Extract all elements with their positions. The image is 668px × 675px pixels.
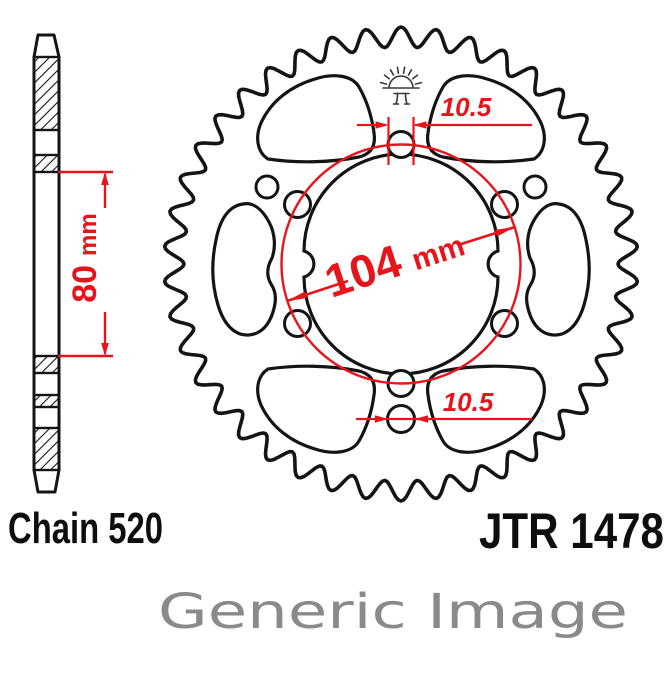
jt-monogram <box>392 92 411 105</box>
side-view-outline <box>32 33 61 494</box>
width-dim-value: 80 <box>66 265 104 303</box>
pin-hole-upper-right <box>522 174 548 200</box>
lightening-cutout-top-left <box>256 74 377 164</box>
watermark-label: Generic Image <box>158 584 628 640</box>
sprocket-front-view <box>162 25 640 503</box>
width-dim-arrow-up <box>101 172 109 185</box>
hole-dim-top-arrow-left <box>375 121 389 129</box>
pin-hole-upper-left <box>254 174 280 200</box>
lightening-cutout-top-right <box>425 74 546 164</box>
bolt-circle <box>280 143 522 385</box>
hatch-band-top-small <box>32 153 61 174</box>
side-view <box>32 33 61 494</box>
hole-dimension-bottom-label: 10.5 <box>443 387 494 417</box>
center-bore <box>302 152 500 376</box>
hatch-band-bottom-small-1 <box>32 354 61 375</box>
hatch-band-top-large <box>32 55 61 132</box>
hatch-band-bottom-large <box>32 426 61 472</box>
hole-dimension-top-label: 10.5 <box>441 92 492 122</box>
width-dimension <box>58 170 113 358</box>
sun-dome <box>388 75 414 89</box>
lightening-cutout-bottom-left <box>256 364 377 454</box>
lightening-cutout-right <box>525 202 591 337</box>
bcd-dim-arrow-right <box>494 227 515 237</box>
hole-dim-bottom-arrow-right <box>415 415 428 423</box>
hole-dim-bottom-arrow-left <box>375 415 388 423</box>
width-dimension-label: 80 mm <box>66 213 104 303</box>
jt-sunrise-logo <box>379 66 423 105</box>
hatch-band-bottom-small-2 <box>32 393 61 409</box>
hole-dim-top-arrow-right <box>413 121 427 129</box>
sun-rays <box>379 66 423 85</box>
lightening-cutout-left <box>211 202 277 337</box>
width-dim-unit: mm <box>75 213 102 256</box>
lightening-cutout-bottom-right <box>425 364 546 454</box>
width-dim-arrow-down <box>101 343 109 356</box>
part-number-label: JTR 1478 <box>479 503 664 559</box>
chain-size-label: Chain 520 <box>8 504 163 553</box>
bcd-dim-arrow-left <box>287 291 308 301</box>
